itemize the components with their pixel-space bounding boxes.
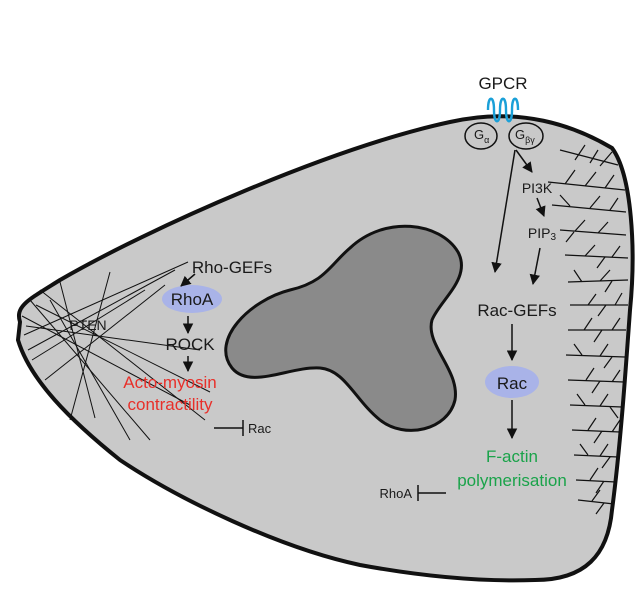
pip3-subscript: 3: [551, 232, 557, 243]
factin-label-line1: F-actin: [486, 447, 538, 466]
g-alpha-subscript: α: [484, 135, 489, 145]
gpcr-label: GPCR: [478, 74, 527, 93]
acto-myosin-label-line1: Acto-myosin: [123, 373, 217, 392]
factin-label-line2: polymerisation: [457, 471, 567, 490]
rac-gefs-label: Rac-GEFs: [477, 301, 556, 320]
pten-label: PTEN: [69, 317, 106, 333]
rac-inhibited-label: Rac: [248, 421, 272, 436]
rac-label: Rac: [497, 374, 528, 393]
pi3k-label: PI3K: [522, 180, 553, 196]
rhoa-inhibited-label: RhoA: [379, 486, 412, 501]
g-betagamma-letter: G: [515, 127, 525, 142]
acto-myosin-label-line2: contractility: [127, 395, 213, 414]
rhoa-label: RhoA: [171, 290, 214, 309]
rho-gefs-label: Rho-GEFs: [192, 258, 272, 277]
pip3-text: PIP: [528, 225, 551, 241]
g-alpha-letter: G: [474, 127, 484, 142]
rock-label: ROCK: [165, 335, 215, 354]
g-betagamma-subscript: βγ: [525, 135, 535, 145]
